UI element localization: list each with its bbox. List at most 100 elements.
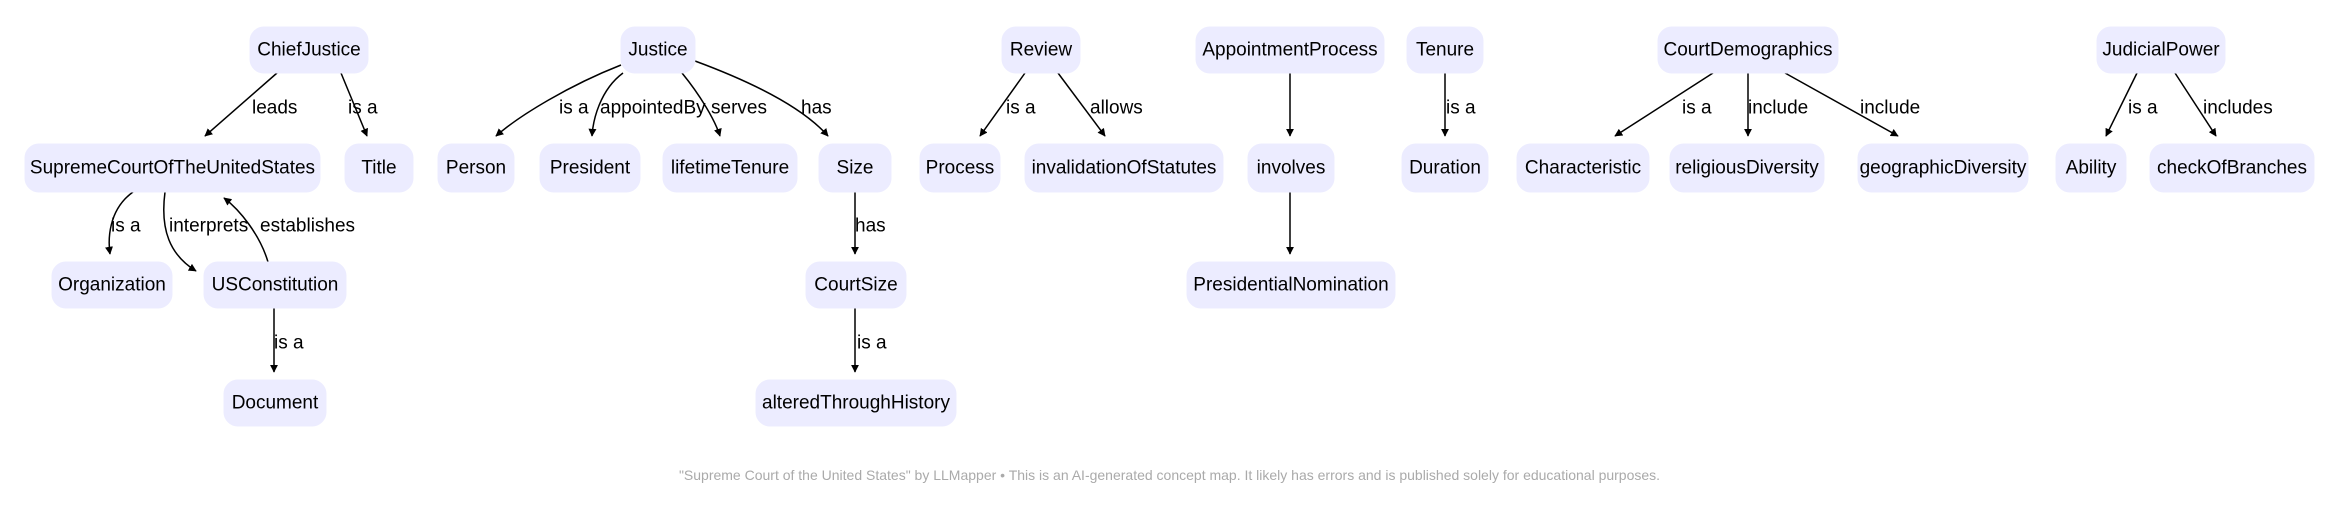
node-label: alteredThroughHistory	[762, 393, 950, 414]
node-box	[1669, 143, 1825, 193]
node-box	[805, 261, 907, 309]
node-box	[24, 143, 321, 193]
node-box	[1247, 143, 1335, 193]
node-characteristic: Characteristic	[1516, 143, 1650, 193]
node-label: Review	[1010, 40, 1073, 61]
node-box	[223, 379, 327, 427]
node-box	[2055, 143, 2127, 193]
edge-justice-to-size	[694, 60, 829, 137]
node-check-of-branches: checkOfBranches	[2149, 143, 2315, 193]
edge-justice-to-lifetime-tenure	[681, 72, 722, 137]
edge-label-judicial-power-to-ability: is a	[2128, 98, 2158, 119]
node-label: JudicialPower	[2102, 40, 2220, 61]
node-label: USConstitution	[212, 275, 339, 296]
node-label: CourtDemographics	[1664, 40, 1833, 61]
node-box	[919, 143, 1001, 193]
edge-supreme-court-to-organization	[105, 191, 134, 255]
node-label: Organization	[58, 275, 166, 296]
node-supreme-court: SupremeCourtOfTheUnitedStates	[24, 143, 321, 193]
node-tenure: Tenure	[1406, 26, 1484, 74]
node-box	[437, 143, 515, 193]
node-label: Document	[232, 393, 319, 414]
node-judicial-power: JudicialPower	[2096, 26, 2226, 74]
edge-label-justice-to-lifetime-tenure: serves	[711, 98, 767, 119]
edge-court-demographics-to-geographic-diversity	[1784, 72, 1899, 137]
node-chief-justice: ChiefJustice	[249, 26, 369, 74]
edge-judicial-power-to-check-of-branches	[2174, 72, 2217, 137]
node-box	[1401, 143, 1489, 193]
edge-label-chief-justice-to-supreme-court: leads	[252, 98, 297, 119]
edge-usconstitution-to-supreme-court	[223, 197, 269, 263]
footer-credit: "Supreme Court of the United States" by …	[678, 467, 1661, 483]
node-label: AppointmentProcess	[1202, 40, 1377, 61]
node-label: lifetimeTenure	[671, 158, 789, 179]
node-label: religiousDiversity	[1675, 158, 1819, 179]
edge-judicial-power-to-ability	[2105, 72, 2138, 137]
node-usconstitution: USConstitution	[203, 261, 347, 309]
node-duration: Duration	[1401, 143, 1489, 193]
edge-chief-justice-to-title	[340, 72, 368, 137]
node-box	[662, 143, 798, 193]
node-box	[1857, 143, 2029, 193]
node-ability: Ability	[2055, 143, 2127, 193]
node-lifetime-tenure: lifetimeTenure	[662, 143, 798, 193]
edge-label-tenure-to-duration: is a	[1446, 98, 1476, 119]
node-appointment-process: AppointmentProcess	[1195, 26, 1385, 74]
node-box	[1657, 26, 1839, 74]
edge-justice-to-president	[588, 72, 624, 137]
node-label: SupremeCourtOfTheUnitedStates	[30, 158, 315, 179]
edge-label-court-demographics-to-geographic-diversity: include	[1860, 98, 1920, 119]
node-box	[1516, 143, 1650, 193]
node-box	[2149, 143, 2315, 193]
node-involves: involves	[1247, 143, 1335, 193]
edge-label-chief-justice-to-title: is a	[348, 98, 378, 119]
edge-label-court-demographics-to-religious-diversity: include	[1748, 98, 1808, 119]
node-label: Characteristic	[1525, 158, 1641, 179]
node-label: Person	[446, 158, 506, 179]
node-organization: Organization	[51, 261, 173, 309]
node-label: checkOfBranches	[2157, 158, 2307, 179]
node-label: involves	[1257, 158, 1326, 179]
node-box	[539, 143, 641, 193]
node-label: Title	[361, 158, 396, 179]
node-size: Size	[818, 143, 892, 193]
node-label: geographicDiversity	[1860, 158, 2027, 179]
edge-label-justice-to-person: is a	[559, 98, 589, 119]
node-president: President	[539, 143, 641, 193]
node-court-size: CourtSize	[805, 261, 907, 309]
node-invalidation-of-statutes: invalidationOfStatutes	[1024, 143, 1224, 193]
node-box	[203, 261, 347, 309]
node-title: Title	[344, 143, 414, 193]
node-presidential-nomination: PresidentialNomination	[1186, 261, 1396, 309]
edge-label-justice-to-president: appointedBy	[600, 98, 706, 119]
edge-justice-to-person	[495, 64, 622, 137]
node-box	[818, 143, 892, 193]
node-label: PresidentialNomination	[1193, 275, 1388, 296]
edge-label-size-to-court-size: has	[855, 216, 886, 237]
edge-review-to-process	[979, 72, 1026, 137]
edge-label-supreme-court-to-organization: is a	[111, 216, 141, 237]
node-box	[620, 26, 696, 74]
node-court-demographics: CourtDemographics	[1657, 26, 1839, 74]
node-label: Process	[926, 158, 995, 179]
edge-label-court-demographics-to-characteristic: is a	[1682, 98, 1712, 119]
node-box	[249, 26, 369, 74]
node-box	[2096, 26, 2226, 74]
edge-label-judicial-power-to-check-of-branches: includes	[2203, 98, 2273, 119]
edge-label-review-to-process: is a	[1006, 98, 1036, 119]
edge-label-court-size-to-altered-through-history: is a	[857, 333, 887, 354]
edge-label-usconstitution-to-supreme-court: establishes	[260, 216, 355, 237]
node-label: ChiefJustice	[257, 40, 361, 61]
node-box	[51, 261, 173, 309]
node-altered-through-history: alteredThroughHistory	[755, 379, 957, 427]
node-label: President	[550, 158, 631, 179]
node-box	[344, 143, 414, 193]
edge-label-review-to-invalidation-of-statutes: allows	[1090, 98, 1143, 119]
node-religious-diversity: religiousDiversity	[1669, 143, 1825, 193]
edge-label-justice-to-size: has	[801, 98, 832, 119]
node-review: Review	[1001, 26, 1081, 74]
node-person: Person	[437, 143, 515, 193]
edge-review-to-invalidation-of-statutes	[1057, 72, 1106, 137]
